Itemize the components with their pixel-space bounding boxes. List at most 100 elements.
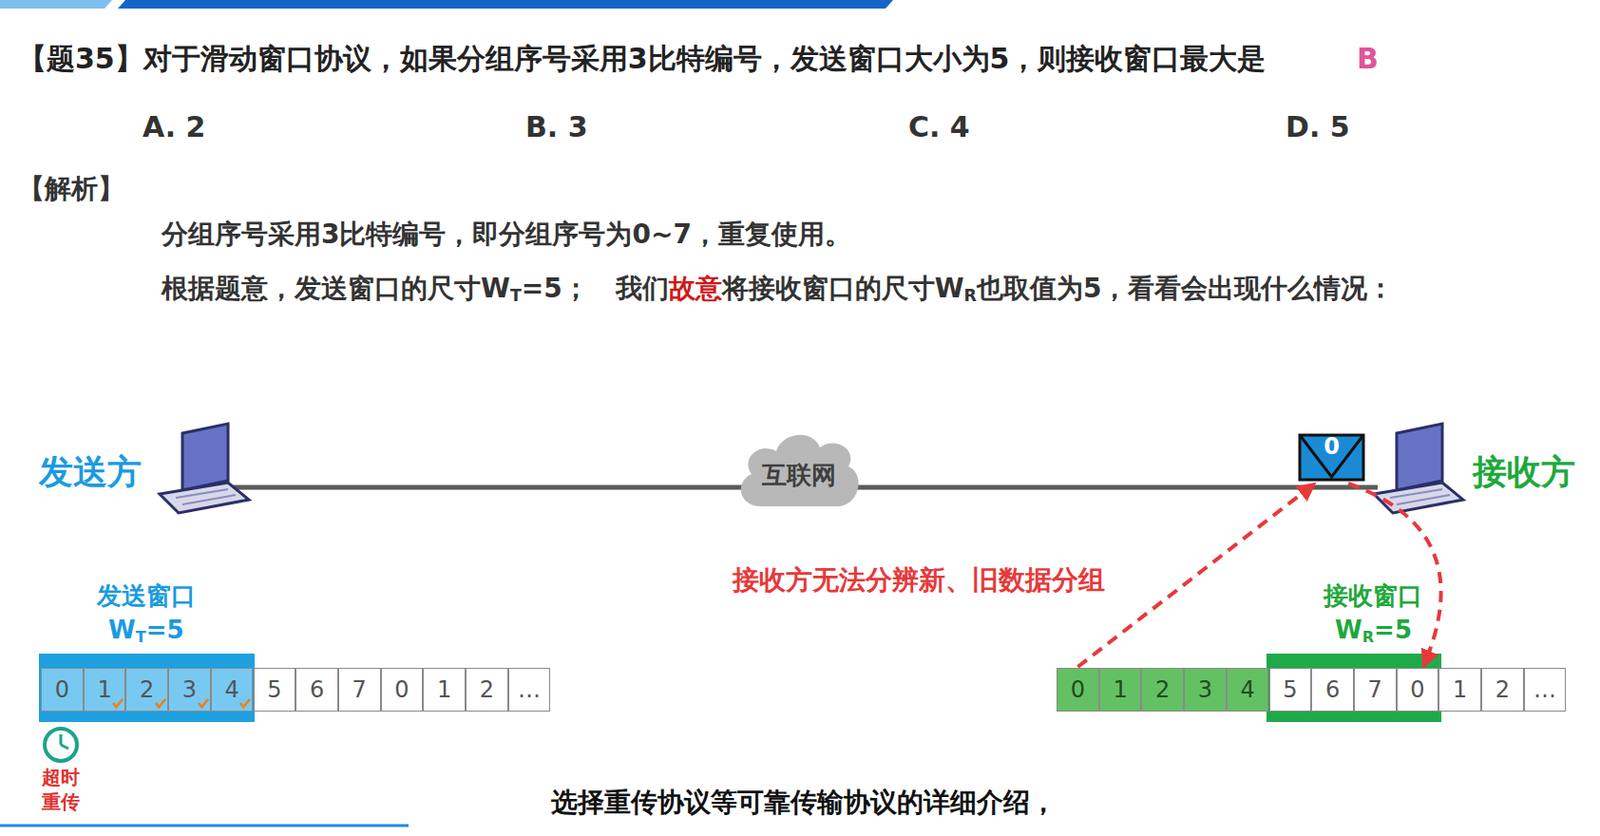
sequence-number: 5 bbox=[266, 676, 282, 704]
check-mark bbox=[239, 697, 251, 709]
sequence-cell: 5 bbox=[1269, 667, 1313, 712]
check-stroke bbox=[240, 699, 250, 708]
window-size-line: WT=5 bbox=[108, 615, 185, 647]
sequence-cell: 4 bbox=[210, 667, 254, 712]
sequence-number: … bbox=[517, 676, 541, 704]
envelope-flap bbox=[1299, 435, 1364, 477]
explanation-text-line: 根据题意，发送窗口的尺寸WT=5； 我们故意将接收窗口的尺寸WR也取值为5，看看会… bbox=[161, 272, 1394, 306]
answer-mark-line: B bbox=[1356, 41, 1379, 77]
sequence-number: 6 bbox=[1325, 676, 1340, 704]
explanation-text: 根据题意，发送窗口的尺寸W bbox=[161, 272, 511, 305]
sequence-cell: 3 bbox=[1183, 667, 1227, 712]
sequence-cell: 2 bbox=[125, 667, 169, 712]
timeout-note: 超时 bbox=[41, 765, 80, 789]
envelope-body bbox=[1299, 435, 1364, 480]
sequence-number: 0 bbox=[1409, 676, 1425, 704]
sequence-cell: 3 bbox=[168, 667, 211, 712]
sequence-number: 1 bbox=[1112, 676, 1127, 704]
window-size: R bbox=[1362, 628, 1374, 647]
window-label-line: 接收窗口 bbox=[1323, 581, 1423, 611]
sequence-number: 1 bbox=[96, 676, 112, 704]
timeout-note: 重传 bbox=[41, 790, 80, 814]
option: A. 2 bbox=[142, 110, 207, 144]
sequence-number: 2 bbox=[139, 676, 154, 704]
receiver-label: 接收方 bbox=[1472, 452, 1576, 492]
explanation-text: 分组序号采用3比特编号，即分组序号为0~7，重复使用。 bbox=[161, 218, 852, 250]
option-line: B. 3 bbox=[525, 110, 589, 145]
sequence-number: 4 bbox=[225, 676, 240, 704]
sequence-cell: 5 bbox=[253, 667, 297, 712]
packet-number: 0 bbox=[1323, 435, 1340, 458]
warning-note-line: 接收方无法分辨新、旧数据分组 bbox=[732, 564, 1105, 597]
check-stroke bbox=[113, 699, 123, 708]
check-mark bbox=[112, 697, 124, 709]
check-stroke bbox=[155, 699, 166, 708]
explanation-text: 也取值为5，看看会出现什么情况： bbox=[976, 272, 1394, 305]
option: D. 5 bbox=[1285, 110, 1351, 144]
window-size: T bbox=[135, 628, 147, 647]
send-window-band bbox=[38, 653, 255, 723]
sequence-cell: 1 bbox=[1099, 667, 1143, 712]
window-label: 发送窗口 bbox=[96, 581, 196, 610]
answer-mark: B bbox=[1356, 41, 1379, 76]
sequence-cell: 2 bbox=[1141, 667, 1184, 712]
window-size-line: WR=5 bbox=[1334, 615, 1412, 647]
sequence-number: 2 bbox=[1155, 676, 1170, 704]
sequence-number: 0 bbox=[394, 676, 409, 704]
timeout-note-line: 重传 bbox=[41, 790, 80, 814]
option-line: D. 5 bbox=[1285, 110, 1351, 145]
packet-envelope: 0 bbox=[1297, 433, 1366, 482]
sequence-cell: 0 bbox=[40, 667, 84, 712]
option-line: C. 4 bbox=[908, 110, 971, 145]
sequence-number: 7 bbox=[352, 676, 367, 704]
sequence-number: 3 bbox=[182, 676, 197, 704]
check-stroke bbox=[198, 699, 209, 708]
sequence-cell: … bbox=[508, 667, 552, 712]
explanation-text: 故意 bbox=[668, 272, 723, 305]
timeout-note-line: 超时 bbox=[41, 765, 80, 789]
sequence-cell: 6 bbox=[1311, 667, 1354, 712]
explanation-text-line: 分组序号采用3比特编号，即分组序号为0~7，重复使用。 bbox=[161, 218, 852, 251]
dashed-arrow bbox=[1077, 483, 1315, 667]
explanation-text: 我们 bbox=[615, 272, 669, 305]
explanation-text: R bbox=[964, 285, 977, 305]
sequence-cell: 7 bbox=[1353, 667, 1397, 712]
sequence-cell: 1 bbox=[1438, 667, 1482, 712]
sequence-cell: 0 bbox=[1396, 667, 1440, 712]
sequence-cell: 4 bbox=[1226, 667, 1270, 712]
sequence-cell: … bbox=[1523, 667, 1567, 712]
dashed-arrow bbox=[1348, 483, 1441, 667]
sequence-number: … bbox=[1533, 676, 1557, 704]
sequence-number: 4 bbox=[1240, 676, 1256, 704]
explanation-text: =5； bbox=[521, 272, 590, 305]
video-subtitle: 选择重传协议等可靠传输协议的详细介绍， bbox=[551, 786, 1057, 820]
explanation-text: 将接收窗口的尺寸W bbox=[722, 272, 965, 305]
sequence-number: 0 bbox=[55, 676, 70, 704]
bottom-rule bbox=[0, 824, 409, 828]
sequence-cell: 0 bbox=[380, 667, 424, 712]
window-size: =5 bbox=[146, 615, 185, 645]
sequence-cell: 1 bbox=[422, 667, 466, 712]
sequence-cell: 0 bbox=[1056, 667, 1100, 712]
question-title: 【题35】对于滑动窗口协议，如果分组序号采用3比特编号，发送窗口大小为5，则接收… bbox=[18, 41, 1267, 77]
explanation-text: T bbox=[510, 285, 522, 305]
check-mark bbox=[154, 697, 167, 709]
option-line: A. 2 bbox=[142, 110, 207, 145]
receive-window-band bbox=[1266, 653, 1442, 723]
section-heading-line: 【解析】 bbox=[18, 172, 125, 206]
window-size: =5 bbox=[1373, 615, 1412, 645]
option: B. 3 bbox=[525, 110, 589, 144]
check-mark bbox=[197, 697, 210, 709]
receiver-label-line: 接收方 bbox=[1472, 451, 1576, 493]
internet-cloud: 互联网 bbox=[732, 426, 866, 518]
sequence-number: 2 bbox=[1495, 676, 1510, 704]
option: C. 4 bbox=[908, 110, 971, 144]
window-size: W bbox=[108, 615, 136, 645]
sequence-cell: 2 bbox=[1481, 667, 1524, 712]
sequence-cell: 2 bbox=[465, 667, 509, 712]
sequence-cell: 7 bbox=[338, 667, 381, 712]
section-heading: 【解析】 bbox=[18, 172, 125, 205]
top-bar bbox=[117, 0, 894, 9]
sender-laptop bbox=[159, 423, 249, 514]
timer-clock bbox=[44, 728, 77, 762]
